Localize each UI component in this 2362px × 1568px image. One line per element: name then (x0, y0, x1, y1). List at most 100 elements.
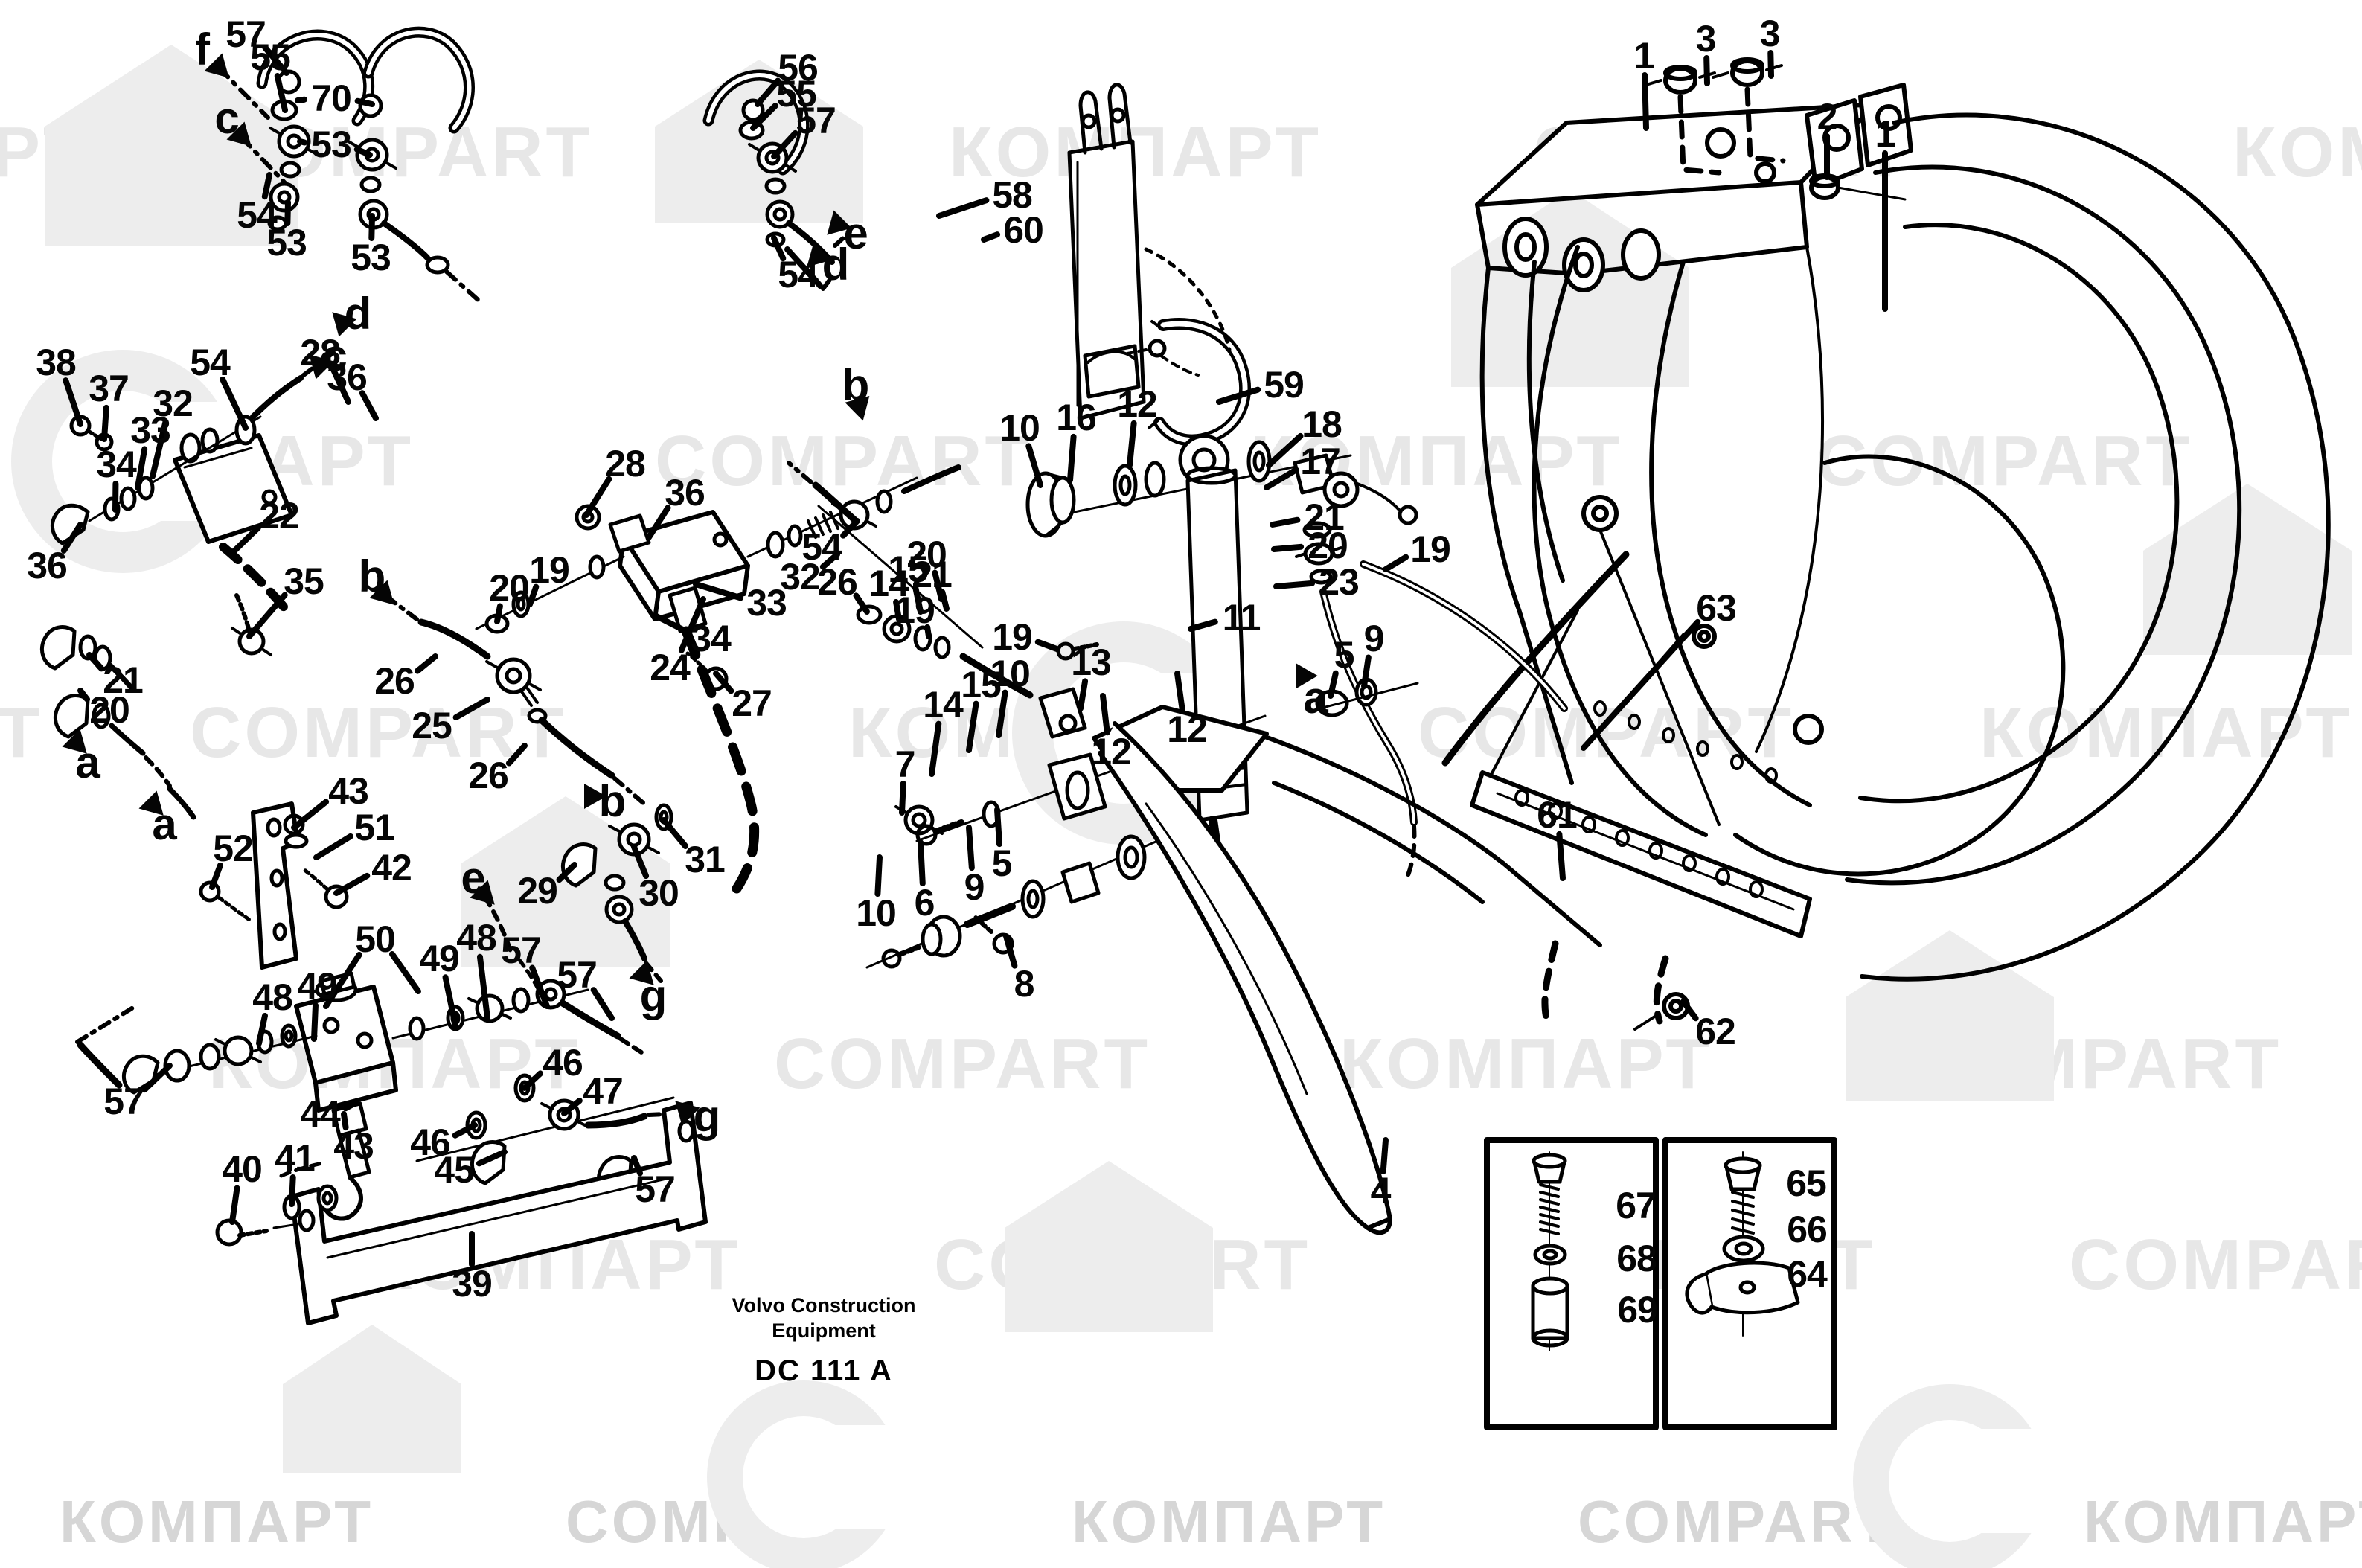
ref-letter: c (214, 93, 240, 143)
leader-line (994, 807, 1003, 848)
part-label: 17 (1300, 441, 1341, 482)
part-label: 26 (374, 660, 415, 702)
watermark-word: COMPART (1816, 421, 2193, 501)
leader-line (330, 366, 351, 405)
part-label: 64 (1787, 1253, 1828, 1295)
leader-line (1703, 54, 1710, 86)
leader-line (505, 743, 528, 767)
part-label: 57 (557, 954, 598, 996)
leader-line (750, 103, 778, 131)
leader-line (771, 235, 787, 262)
watermark-word: COMPART (1578, 1488, 1895, 1555)
bracket-39-cluster (215, 1101, 708, 1325)
leader-line (661, 817, 689, 849)
part-label: 11 (1222, 597, 1261, 639)
leader-line (556, 862, 577, 883)
part-label: 23 (1319, 561, 1360, 603)
leader-line (583, 476, 612, 518)
part-label: 57 (225, 13, 266, 55)
part-label: 26 (817, 561, 858, 603)
part-label: 50 (355, 918, 396, 960)
part-label: 10 (999, 407, 1040, 449)
part-label: 57 (501, 929, 542, 971)
part-label: 43 (328, 770, 369, 812)
part-label: 70 (311, 77, 352, 119)
part-label: 68 (1616, 1238, 1657, 1279)
watermark-word: КОМПАРТ (60, 1488, 374, 1555)
part-label: 15 (888, 548, 929, 590)
grapple-assembly (1441, 57, 2331, 1031)
watermark-word: COMPART (655, 421, 1032, 501)
part-label: 19 (992, 616, 1033, 658)
leader-line (840, 518, 860, 539)
part-label: 5 (1334, 634, 1355, 676)
part-label: 28 (300, 332, 341, 374)
valve-44-cluster (75, 895, 685, 1221)
leader-line (1380, 1137, 1389, 1175)
leader-line (323, 951, 362, 1009)
part-label: 2 (1817, 96, 1838, 138)
part-label: 54 (237, 194, 278, 236)
watermark-word: COMPART (774, 1024, 1151, 1104)
part-label: 47 (583, 1070, 624, 1112)
inset-box-64-66 (1662, 1137, 1837, 1430)
part-label: 5 (991, 842, 1013, 884)
part-label: 8 (1014, 963, 1035, 1005)
leader-line (229, 1185, 240, 1225)
leader-line (1270, 516, 1301, 528)
watermark-word: КОМПАРТ (1072, 1488, 1386, 1555)
part-label: 15 (961, 664, 1002, 705)
part-label: 49 (419, 938, 460, 979)
part-label: 31 (685, 839, 726, 880)
leader-line (713, 671, 734, 694)
leader-line (1767, 49, 1774, 79)
leader-line (220, 376, 249, 431)
watermark-word: T (0, 693, 43, 772)
leader-line (297, 138, 308, 146)
ref-letter: g (639, 970, 668, 1020)
part-label: 3 (1759, 13, 1781, 54)
part-label: 56 (778, 47, 819, 89)
part-label: 69 (1617, 1289, 1658, 1331)
leader-line (452, 697, 490, 721)
part-label: 10 (856, 892, 897, 934)
part-label: 43 (333, 1125, 374, 1167)
part-label: 20 (1308, 525, 1348, 566)
part-label: 4 (1370, 1170, 1392, 1212)
leader-line (966, 700, 979, 753)
leader-line (693, 581, 744, 601)
part-label: 54 (190, 342, 231, 383)
part-label: 25 (412, 705, 452, 746)
part-label: 57 (635, 1168, 676, 1210)
leader-line (313, 833, 353, 860)
part-label: 19 (894, 589, 935, 631)
leader-line (918, 839, 926, 887)
part-label: 36 (27, 545, 68, 586)
part-label: 20 (89, 689, 130, 731)
leader-line (86, 652, 105, 672)
leader-line (522, 1070, 544, 1091)
part-label: 39 (452, 1263, 493, 1305)
leader-line (1266, 432, 1304, 468)
leader-line (853, 592, 870, 615)
part-label: 21 (103, 659, 144, 701)
leader-line (631, 844, 650, 880)
leader-line (1034, 639, 1060, 652)
part-label: 34 (691, 618, 732, 659)
leader-line (1642, 71, 1649, 131)
ref-letter: e (461, 853, 486, 903)
leader-line (262, 44, 289, 76)
part-label: 40 (222, 1148, 263, 1190)
leader-line (333, 872, 371, 896)
part-label: 54 (801, 526, 842, 568)
leader-line (1273, 580, 1316, 589)
part-label: 48 (252, 976, 293, 1018)
leader-line (819, 551, 840, 570)
part-label: 9 (1363, 618, 1385, 659)
leader-line (261, 172, 272, 200)
leader-lines (60, 44, 1888, 1311)
leader-line (590, 987, 615, 1021)
part-label: 21 (912, 554, 953, 595)
part-label: 32 (153, 383, 193, 424)
